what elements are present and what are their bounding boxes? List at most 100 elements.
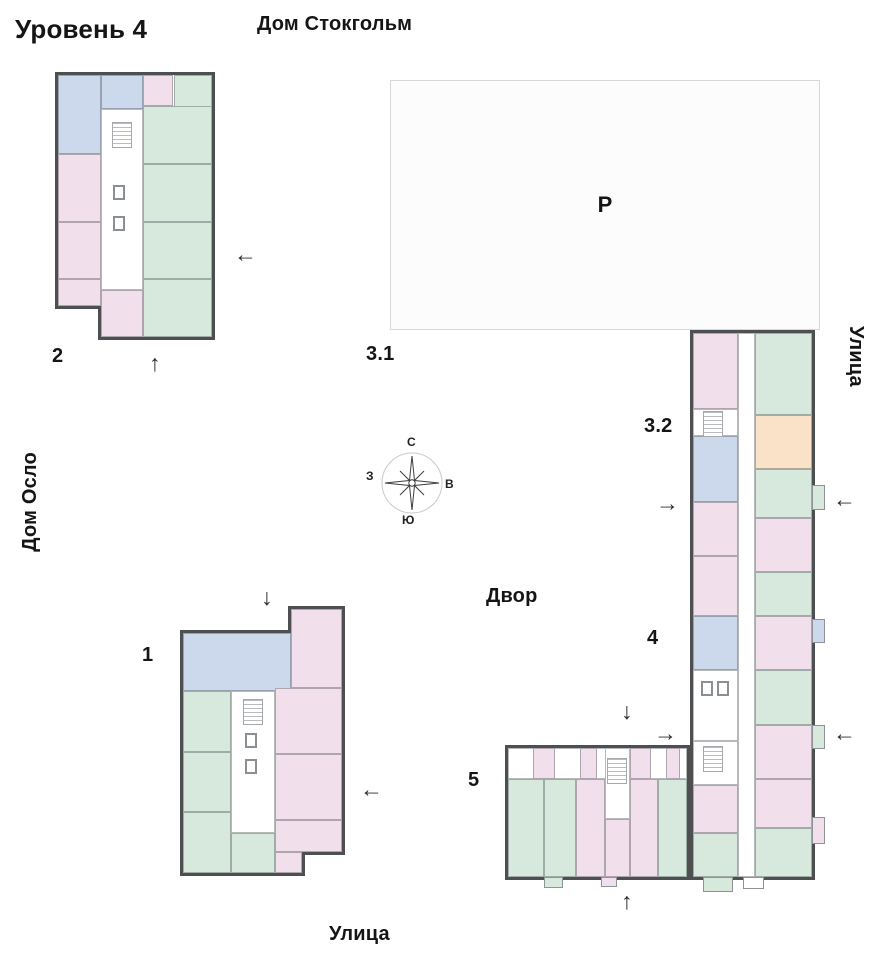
apartment-unit[interactable]: [230, 833, 276, 873]
stairs: [607, 758, 628, 785]
entrance-arrow-b32-right: ←: [833, 486, 856, 512]
balcony: [543, 877, 564, 888]
apartment-unit[interactable]: [142, 75, 174, 107]
apartment-unit[interactable]: [693, 556, 739, 616]
apartment-unit[interactable]: [58, 221, 102, 280]
compass-east-label: В: [445, 477, 454, 491]
apartment-unit[interactable]: [101, 289, 143, 337]
entrance-arrow-b4-left: →: [654, 720, 677, 746]
apartment-unit[interactable]: [291, 609, 342, 689]
apartment-unit[interactable]: [101, 75, 143, 110]
balcony: [812, 618, 825, 644]
apartment-unit[interactable]: [665, 748, 680, 779]
apartment-unit[interactable]: [658, 778, 687, 877]
entrance-arrow-b1-top: ↓: [261, 584, 273, 610]
apartment-unit[interactable]: [754, 670, 812, 725]
elevator: [113, 185, 126, 201]
apartment-unit[interactable]: [275, 754, 342, 821]
apartment-unit[interactable]: [576, 778, 605, 877]
building-notch: [55, 305, 102, 340]
building-3-4-plan: [690, 330, 825, 892]
level-title: Уровень 4: [15, 14, 148, 44]
apartment-unit[interactable]: [754, 572, 812, 616]
balcony: [601, 877, 618, 887]
street-label-bottom: Улица: [329, 923, 390, 945]
entrance-arrow-b2-bottom: ↑: [149, 350, 161, 376]
apartment-unit[interactable]: [183, 751, 231, 813]
compass-star-icon: [381, 452, 443, 514]
parking-area[interactable]: Р: [390, 80, 820, 330]
stairs: [111, 122, 132, 149]
apartment-unit[interactable]: [693, 501, 739, 557]
corridor-core: [693, 670, 739, 741]
apartment-unit[interactable]: [604, 818, 630, 877]
building-3-2-label: 3.2: [644, 415, 673, 437]
apartment-unit[interactable]: [754, 724, 812, 780]
apartment-unit[interactable]: [754, 333, 812, 415]
house-label-oslo: Дом Осло: [19, 452, 41, 552]
building-3-1-label: 3.1: [366, 343, 395, 365]
building-notch: [302, 851, 345, 876]
apartment-unit[interactable]: [183, 632, 292, 691]
apartment-unit[interactable]: [693, 615, 739, 671]
apartment-unit[interactable]: [142, 106, 212, 165]
apartment-unit[interactable]: [754, 469, 812, 518]
elevator: [245, 733, 257, 749]
apartment-unit[interactable]: [275, 820, 342, 852]
apartment-unit[interactable]: [275, 688, 342, 755]
apartment-unit[interactable]: [58, 279, 102, 306]
house-label-stockholm: Дом Стокгольм: [257, 13, 413, 35]
apartment-unit[interactable]: [58, 75, 102, 154]
compass-north-label: С: [407, 435, 416, 449]
compass-rose: С Ю З В: [366, 436, 454, 527]
apartment-unit[interactable]: [693, 833, 739, 877]
yard-label: Двор: [486, 585, 538, 607]
compass-south-label: Ю: [402, 513, 415, 527]
building-2-label: 2: [52, 345, 64, 367]
balcony: [742, 877, 765, 889]
apartment-unit[interactable]: [693, 784, 739, 834]
street-label-right: Улица: [845, 326, 867, 387]
apartment-unit[interactable]: [142, 221, 212, 280]
parking-label: Р: [597, 192, 613, 217]
apartment-unit[interactable]: [275, 851, 303, 873]
apartment-unit[interactable]: [533, 748, 555, 779]
apartment-unit[interactable]: [754, 615, 812, 671]
apartment-unit[interactable]: [173, 75, 212, 110]
apartment-unit[interactable]: [142, 164, 212, 222]
apartment-unit[interactable]: [693, 436, 739, 502]
elevator: [113, 216, 126, 232]
apartment-unit[interactable]: [579, 748, 598, 779]
building-1-label: 1: [142, 644, 154, 666]
apartment-unit[interactable]: [58, 153, 102, 222]
entrance-arrow-b32-left: →: [656, 490, 679, 516]
apartment-unit[interactable]: [629, 748, 652, 779]
elevator: [245, 759, 257, 775]
apartment-unit[interactable]: [142, 279, 212, 337]
balcony: [812, 485, 825, 510]
apartment-unit[interactable]: [183, 812, 231, 873]
building-2-plan: [55, 72, 215, 340]
apartment-unit[interactable]: [754, 414, 812, 469]
corridor-core: [738, 333, 755, 877]
entrance-arrow-b5-top: ↓: [621, 698, 633, 724]
elevator: [701, 681, 714, 697]
building-notch: [180, 606, 292, 633]
stairs: [702, 410, 723, 437]
stairs: [243, 698, 264, 725]
apartment-unit[interactable]: [543, 778, 577, 877]
building-5-label: 5: [468, 769, 480, 791]
apartment-unit[interactable]: [508, 778, 544, 877]
apartment-unit[interactable]: [754, 517, 812, 573]
entrance-arrow-b5-bottom: ↑: [621, 888, 633, 914]
entrance-arrow-b4-right: ←: [833, 720, 856, 746]
stairs: [702, 746, 723, 773]
apartment-unit[interactable]: [754, 779, 812, 829]
apartment-unit[interactable]: [754, 828, 812, 877]
building-5-plan: [505, 745, 690, 888]
apartment-unit[interactable]: [693, 333, 739, 410]
apartment-unit[interactable]: [629, 778, 659, 877]
elevator: [716, 681, 729, 697]
apartment-unit[interactable]: [183, 690, 231, 752]
